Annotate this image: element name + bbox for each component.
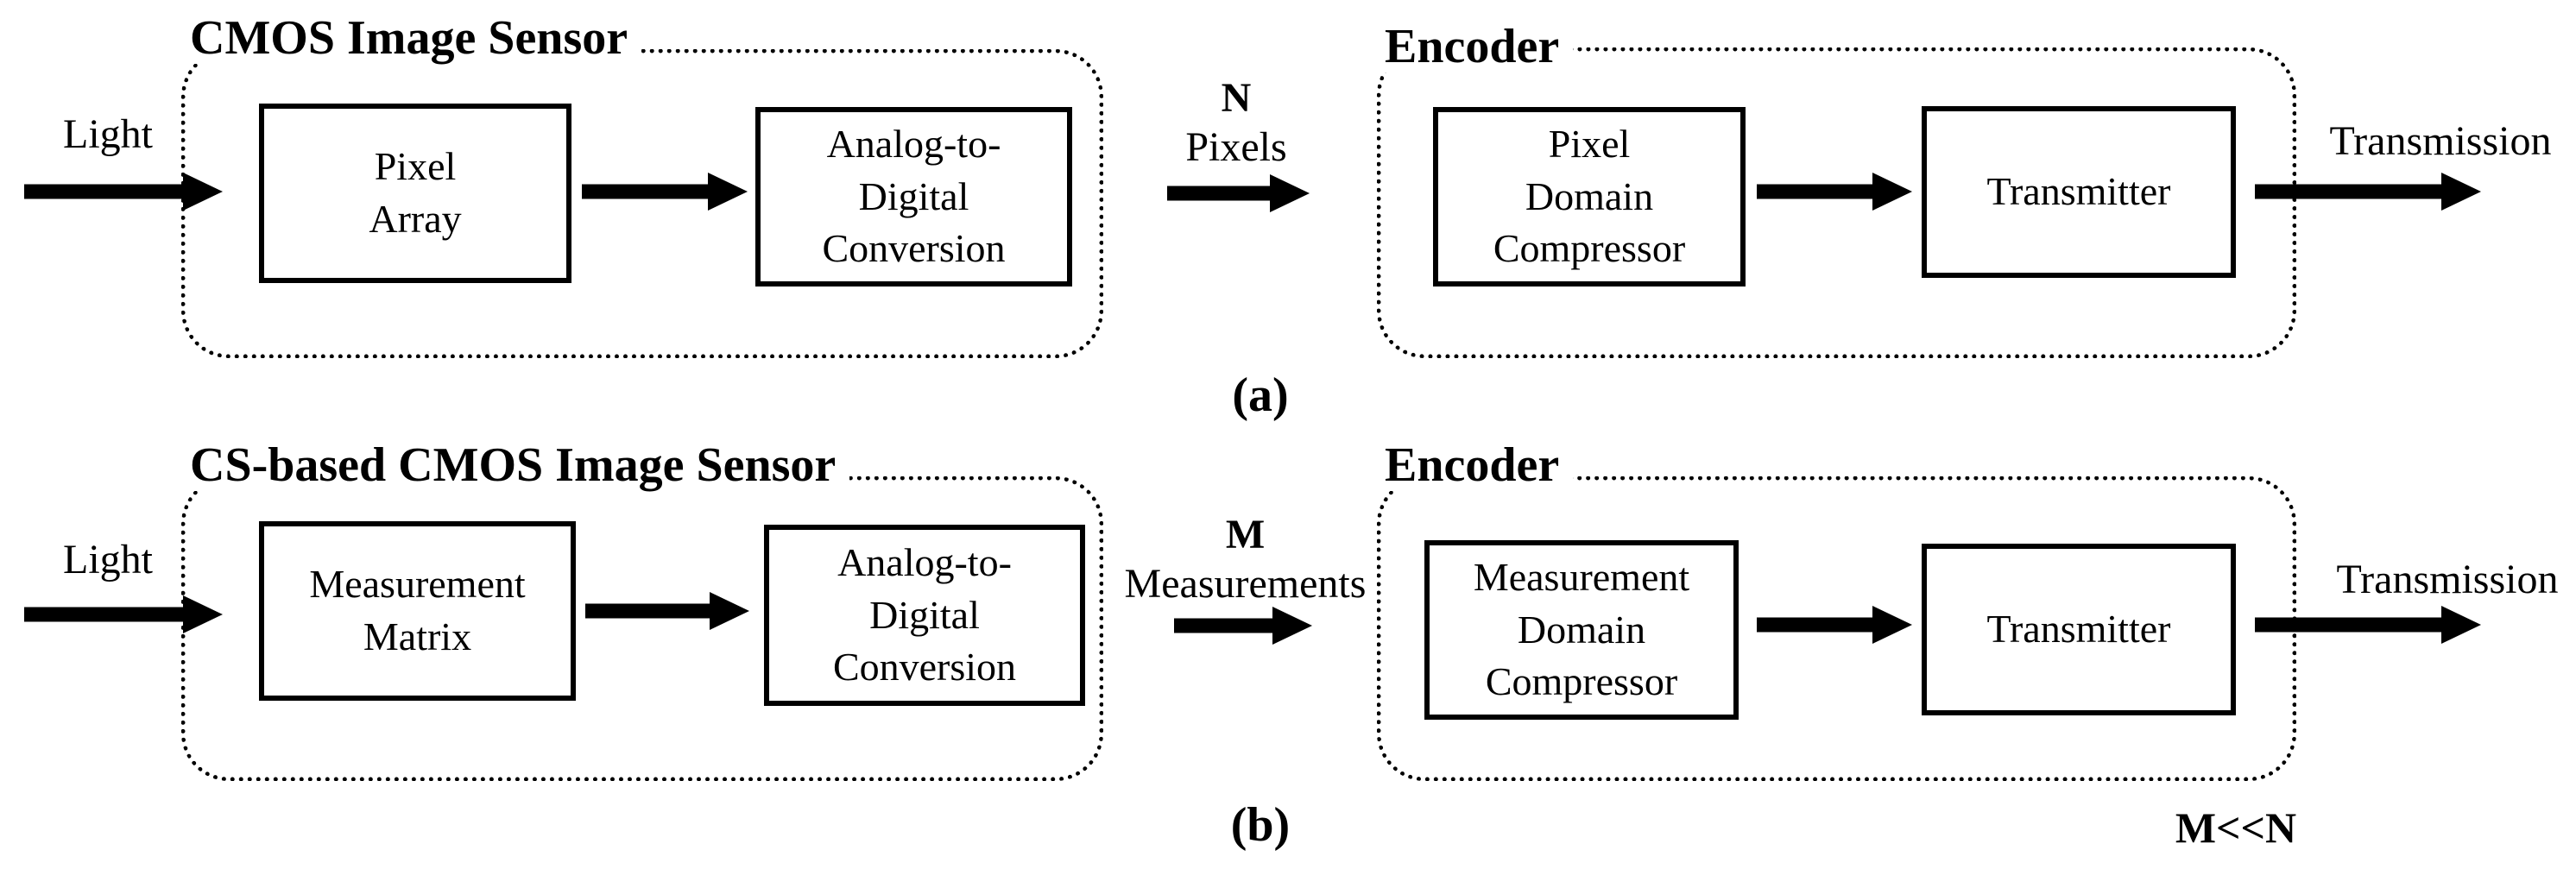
m-much-less-than-n-label: M<<N — [2175, 803, 2297, 852]
arrow-head — [1272, 607, 1312, 645]
measurement-domain-compressor-block: Measurement Domain Compressor — [1424, 540, 1739, 720]
arrow-compressor-to-transmitter-b — [1757, 606, 1912, 644]
adc-block-b: Analog-to- Digital Conversion — [764, 525, 1085, 706]
n-pixels-arrow — [1167, 174, 1310, 212]
n-pixels-label-line1: N — [1221, 75, 1252, 121]
arrow-matrix-to-adc — [585, 592, 749, 630]
light-arrow-b — [24, 595, 223, 633]
caption-b: (b) — [1230, 798, 1291, 852]
transmitter-block-b: Transmitter — [1922, 544, 2236, 715]
arrow-shaft — [1167, 186, 1272, 201]
arrow-head — [183, 595, 223, 633]
n-pixels-label-line2: Pixels — [1185, 123, 1287, 170]
arrow-head — [1872, 173, 1912, 211]
transmission-label-a: Transmission — [2329, 118, 2552, 164]
light-arrow-a — [24, 173, 223, 211]
arrow-shaft — [24, 607, 185, 622]
m-measurements-label-line1: M — [1225, 512, 1266, 557]
arrow-head — [708, 173, 748, 211]
arrow-shaft — [582, 184, 710, 199]
transmission-arrow-b — [2255, 606, 2481, 644]
m-measurements-label: M Measurements — [1122, 511, 1368, 608]
light-label-b: Light — [63, 537, 153, 582]
pixel-array-block: Pixel Array — [259, 104, 571, 283]
m-measurements-arrow — [1174, 607, 1312, 645]
n-pixels-label: N Pixels — [1150, 74, 1323, 172]
caption-a: (a) — [1232, 368, 1289, 422]
arrow-head — [183, 173, 223, 211]
arrow-shaft — [2255, 184, 2443, 199]
arrow-compressor-to-transmitter-a — [1757, 173, 1912, 211]
light-label-a: Light — [63, 111, 153, 157]
encoder-group-a — [1377, 47, 2296, 358]
arrow-shaft — [1174, 618, 1274, 633]
encoder-title-a: Encoder — [1383, 21, 1574, 72]
adc-block-a: Analog-to- Digital Conversion — [755, 107, 1072, 287]
transmission-label-b: Transmission — [2336, 557, 2559, 602]
arrow-head — [2441, 606, 2481, 644]
pixel-domain-compressor-block: Pixel Domain Compressor — [1433, 107, 1746, 287]
cs-cmos-image-sensor-title: CS-based CMOS Image Sensor — [188, 439, 850, 491]
arrow-head — [2441, 173, 2481, 211]
measurement-matrix-block: Measurement Matrix — [259, 521, 576, 701]
encoder-title-b: Encoder — [1383, 439, 1574, 491]
arrow-shaft — [1757, 184, 1874, 199]
arrow-head — [1872, 606, 1912, 644]
arrow-head — [710, 592, 749, 630]
transmitter-block-a: Transmitter — [1922, 106, 2236, 278]
arrow-shaft — [2255, 617, 2443, 633]
arrow-shaft — [24, 184, 185, 199]
arrow-head — [1270, 174, 1310, 212]
arrow-shaft — [585, 603, 711, 619]
arrow-shaft — [1757, 617, 1874, 633]
m-measurements-label-line2: Measurements — [1124, 560, 1367, 607]
transmission-arrow-a — [2255, 173, 2481, 211]
cmos-image-sensor-title: CMOS Image Sensor — [188, 12, 642, 64]
arrow-pixel-array-to-adc — [582, 173, 748, 211]
